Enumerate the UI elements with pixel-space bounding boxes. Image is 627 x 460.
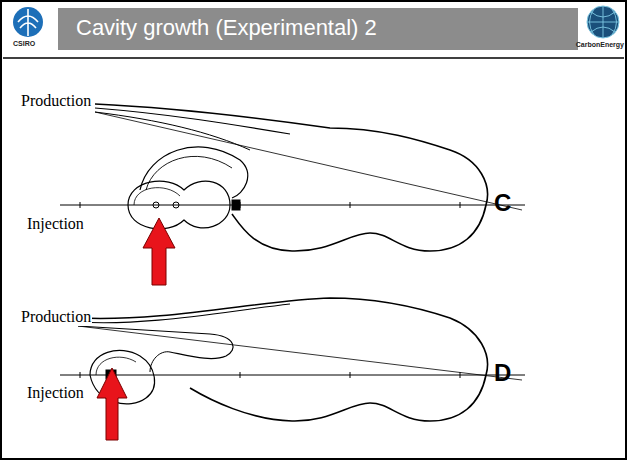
panel-letter: D bbox=[494, 360, 511, 386]
title-bar bbox=[58, 8, 578, 50]
cavity-profile-c bbox=[60, 104, 525, 251]
header-rule bbox=[3, 57, 624, 59]
well-label: Injection bbox=[26, 384, 85, 402]
logo-caption: CSIRO bbox=[13, 40, 35, 48]
cavity-profile-d bbox=[60, 298, 525, 421]
well-label: Production bbox=[20, 308, 92, 326]
slide-title: Cavity growth (Experimental) 2 bbox=[76, 16, 377, 40]
well-label: Production bbox=[20, 92, 92, 110]
injection-arrow bbox=[97, 368, 127, 440]
injection-arrow bbox=[143, 218, 175, 285]
csiro-logo bbox=[13, 7, 43, 37]
carbonenergy-logo bbox=[587, 6, 619, 38]
logo-caption: CarbonEnergy bbox=[576, 41, 624, 49]
panel-letter: C bbox=[494, 190, 511, 216]
well-label: Injection bbox=[26, 215, 85, 233]
